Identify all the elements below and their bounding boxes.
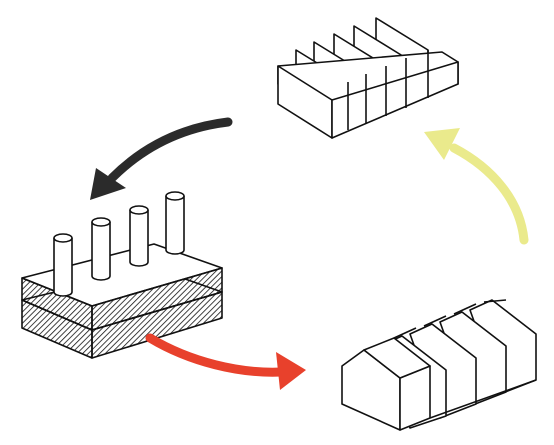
fin-heatsink-component <box>277 17 459 139</box>
red-arrow <box>145 333 306 390</box>
pin-stack-component <box>21 191 223 359</box>
house-block-component <box>341 299 537 431</box>
dark-arrow <box>90 117 233 200</box>
yellow-arrow <box>424 128 529 245</box>
